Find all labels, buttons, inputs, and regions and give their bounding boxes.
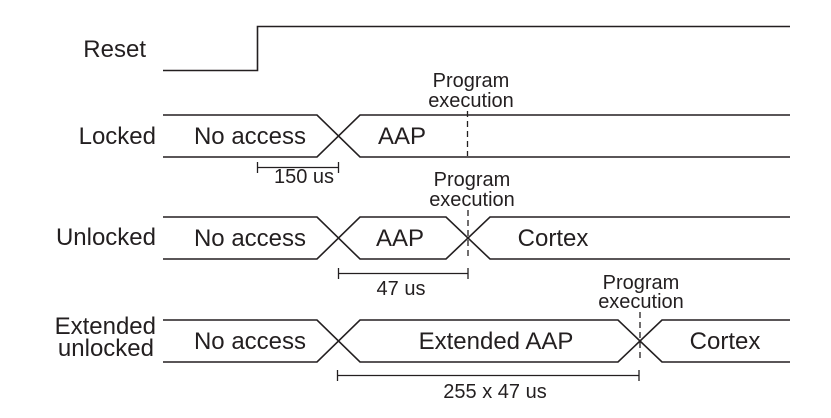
unlocked-program-execution-line2: execution [429, 189, 515, 211]
extended-segment-cortex: Cortex [690, 328, 761, 355]
locked-segment-no-access: No access [194, 123, 306, 150]
extended-duration-label: 255 x 47 us [443, 381, 546, 403]
unlocked-bus-line-a [163, 216, 790, 260]
extended-segment-no-access: No access [194, 328, 306, 355]
extended-signal-label-line2: unlocked [58, 335, 154, 362]
extended-unlocked-row: Extended unlocked No access Extended AAP… [55, 272, 790, 403]
locked-bus-line-b [163, 114, 790, 158]
unlocked-signal-label: Unlocked [56, 224, 156, 251]
unlocked-segment-cortex: Cortex [518, 225, 589, 252]
locked-duration-label: 150 us [274, 166, 334, 188]
locked-duration-measure: 150 us [256, 162, 340, 188]
locked-program-execution-line1: Program [433, 70, 510, 92]
unlocked-row: Unlocked No access AAP Cortex Program ex… [56, 169, 790, 300]
extended-bus-line-b [163, 319, 790, 363]
reset-signal-label: Reset [83, 36, 146, 63]
unlocked-duration-label: 47 us [377, 278, 426, 300]
unlocked-bus-line-b [163, 216, 790, 260]
unlocked-segment-aap: AAP [376, 225, 424, 252]
locked-row: Locked No access AAP Program execution 1… [79, 70, 790, 188]
extended-signal-label-line1: Extended [55, 313, 156, 340]
unlocked-segment-no-access: No access [194, 225, 306, 252]
reset-waveform-line [163, 25, 790, 72]
locked-segment-aap: AAP [378, 123, 426, 150]
extended-program-execution-line2: execution [598, 291, 684, 313]
unlocked-program-execution-line1: Program [434, 169, 511, 191]
unlocked-duration-measure: 47 us [337, 268, 469, 300]
extended-program-execution-line1: Program [603, 272, 680, 294]
locked-signal-label: Locked [79, 123, 156, 150]
extended-duration-measure: 255 x 47 us [336, 370, 640, 403]
extended-bus-line-a [163, 319, 790, 363]
locked-program-execution-line2: execution [428, 90, 514, 112]
reset-row: Reset [83, 25, 790, 72]
extended-segment-extended-aap: Extended AAP [419, 328, 574, 355]
